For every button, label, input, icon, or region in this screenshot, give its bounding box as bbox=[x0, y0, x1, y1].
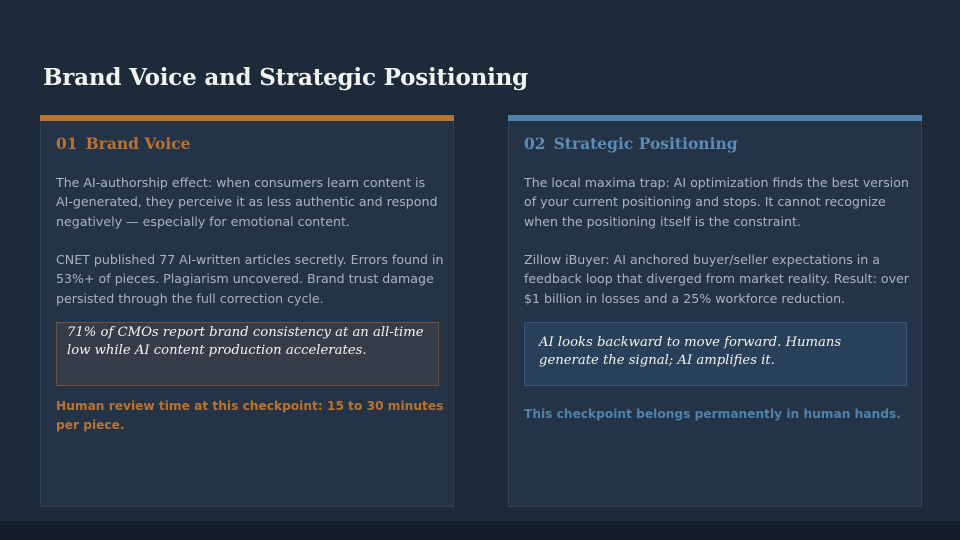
callout-quote: AI looks backward to move forward. Human… bbox=[524, 322, 907, 386]
card-heading: 02 Strategic Positioning bbox=[524, 134, 738, 153]
card-title: Brand Voice bbox=[85, 134, 191, 153]
card-paragraph: CNET published 77 AI-written articles se… bbox=[56, 252, 444, 306]
card-note: Human review time at this checkpoint: 15… bbox=[56, 399, 444, 432]
card-heading: 01 Brand Voice bbox=[56, 134, 191, 153]
card-paragraph: The local maxima trap: AI optimization f… bbox=[524, 175, 909, 229]
card-title: Strategic Positioning bbox=[553, 134, 738, 153]
card-note: This checkpoint belongs permanently in h… bbox=[524, 407, 901, 421]
card-number: 02 bbox=[524, 134, 546, 153]
card-paragraph: The AI-authorship effect: when consumers… bbox=[56, 175, 438, 229]
footer-strip bbox=[0, 521, 960, 540]
brand-voice-card: 01 Brand Voice The AI-authorship effect: … bbox=[40, 115, 454, 507]
card-number: 01 bbox=[56, 134, 78, 153]
card-accent-bar bbox=[508, 115, 922, 121]
strategic-positioning-card: 02 Strategic Positioning The local maxima… bbox=[508, 115, 922, 507]
slide-title: Brand Voice and Strategic Positioning bbox=[43, 64, 529, 91]
card-paragraph: Zillow iBuyer: AI anchored buyer/seller … bbox=[524, 252, 909, 306]
card-accent-bar bbox=[40, 115, 454, 121]
callout-quote: 71% of CMOs report brand consistency at … bbox=[56, 322, 439, 386]
